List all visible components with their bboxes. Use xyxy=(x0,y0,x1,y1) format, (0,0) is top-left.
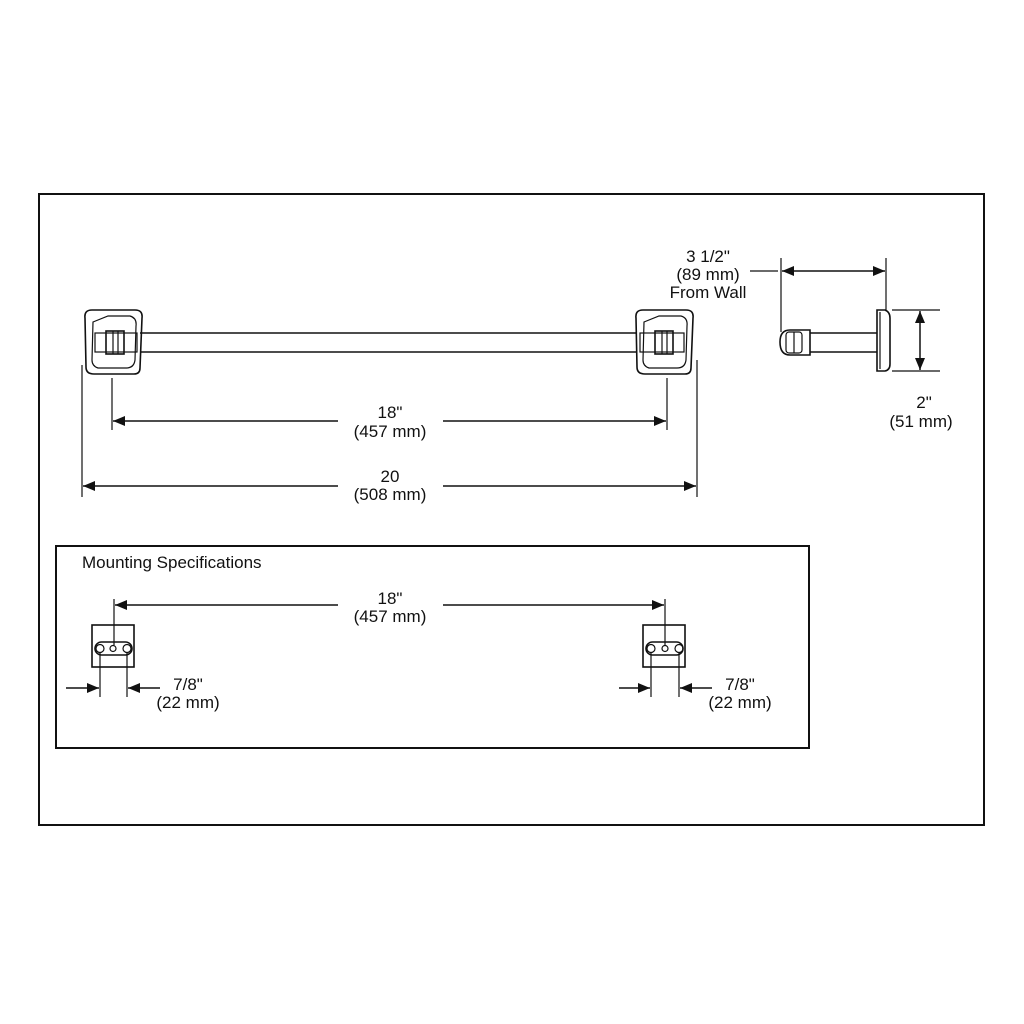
drawing-frame xyxy=(38,193,985,826)
left-hole-spacing-metric: (22 mm) xyxy=(156,693,219,712)
overall-span-value: 20 xyxy=(381,467,400,486)
left-mounting-plate xyxy=(91,624,135,668)
mounting-panel-frame xyxy=(55,545,810,749)
projection-metric: (89 mm) xyxy=(676,265,739,284)
towel-bar-side-view: 3 1/2" (89 mm) From Wall 2" (51 mm) xyxy=(670,247,953,431)
overall-span-metric: (508 mm) xyxy=(354,485,427,504)
projection-note: From Wall xyxy=(670,283,747,302)
left-post xyxy=(84,309,143,375)
flange-height-metric: (51 mm) xyxy=(889,412,952,431)
right-hole-spacing-metric: (22 mm) xyxy=(708,693,771,712)
towel-bar-front-view: 18" (457 mm) 20 (508 mm) xyxy=(81,309,698,504)
mounting-title: Mounting Specifications xyxy=(82,553,262,572)
mounting-specifications-panel: Mounting Specifications 18" (457 mm) xyxy=(55,545,810,749)
post-span-metric: (457 mm) xyxy=(354,607,427,626)
inner-span-metric: (457 mm) xyxy=(354,422,427,441)
right-hole-spacing-value: 7/8" xyxy=(725,675,755,694)
right-post xyxy=(635,309,694,375)
post-span-value: 18" xyxy=(378,589,403,608)
projection-value: 3 1/2" xyxy=(686,247,730,266)
left-hole-spacing-value: 7/8" xyxy=(173,675,203,694)
inner-span-value: 18" xyxy=(378,403,403,422)
flange-height-value: 2" xyxy=(916,393,932,412)
